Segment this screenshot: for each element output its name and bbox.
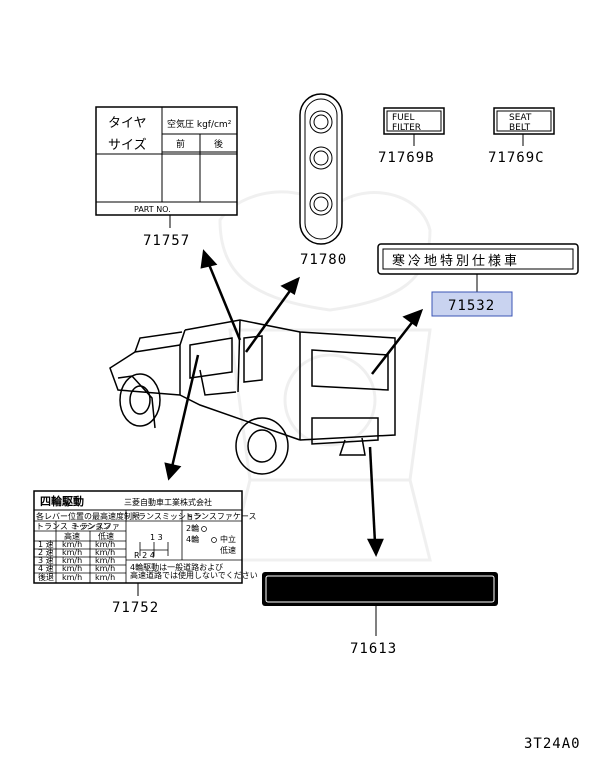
plate-gear-r: 後退	[38, 572, 54, 582]
max-load-label[interactable]: 最大積載量 250 kg	[262, 572, 498, 606]
lamp-lens-part[interactable]	[299, 93, 343, 245]
seat-belt-label[interactable]: SEAT BELT	[493, 107, 555, 135]
tc-neutral: 中立	[220, 534, 236, 544]
tire-pressure-label[interactable]: タイヤ サイズ 空気圧 kgf/cm² 前 後 PART NO.	[95, 106, 238, 216]
part-number-71769c[interactable]: 71769C	[488, 150, 545, 166]
svg-text:km/h: km/h	[62, 564, 82, 573]
tc-knob-icon	[201, 526, 207, 532]
plate-gear-2: 2 速	[38, 548, 54, 557]
tire-size-label-1: タイヤ	[108, 116, 147, 131]
part-number-71752[interactable]: 71752	[112, 600, 159, 616]
svg-text:km/h: km/h	[62, 573, 82, 582]
shift-pattern-diagram	[139, 542, 169, 556]
cold-climate-label[interactable]: 寒冷地特別仕様車	[377, 243, 579, 275]
tc-knob-icon	[211, 537, 217, 543]
svg-text:km/h: km/h	[95, 556, 115, 565]
tire-front-label: 前	[176, 138, 185, 150]
plate-sub1: トランス ミッション	[36, 522, 110, 531]
diagram-code: 3T24A0	[524, 736, 581, 752]
tc-2wd: 2輪	[186, 523, 199, 533]
plate-col2: トランスミッション	[130, 512, 202, 521]
svg-text:km/h: km/h	[95, 564, 115, 573]
shift-top: 1 3	[150, 533, 163, 542]
fuel-text-1: FUEL	[392, 113, 414, 123]
plate-sub2: トランスファ	[72, 522, 120, 531]
plate-gear-4: 4 速	[38, 564, 54, 573]
tc-4wd: 4輪	[186, 534, 199, 544]
svg-text:km/h: km/h	[95, 540, 115, 549]
max-load-unit: kg	[458, 581, 476, 599]
svg-text:km/h: km/h	[95, 548, 115, 557]
fuel-text-2: FILTER	[392, 123, 421, 133]
plate-note-1: 4輪駆動は一般道路および	[130, 562, 223, 572]
svg-text:km/h: km/h	[62, 540, 82, 549]
seat-text-1: SEAT	[509, 113, 532, 123]
svg-text:km/h: km/h	[62, 548, 82, 557]
seat-text-2: BELT	[509, 123, 531, 133]
max-load-text: 最大積載量	[272, 580, 377, 602]
cold-climate-text: 寒冷地特別仕様車	[392, 253, 520, 269]
tire-part-no: PART NO.	[134, 205, 171, 214]
plate-gear-1: 1 速	[38, 540, 54, 549]
fuel-filter-label[interactable]: FUEL FILTER	[383, 107, 445, 135]
part-number-71780[interactable]: 71780	[300, 252, 347, 268]
plate-title: 四輪駆動	[40, 494, 84, 508]
svg-text:km/h: km/h	[95, 573, 115, 582]
plate-sub-hi: 高速	[64, 531, 80, 541]
tire-size-label-2: サイズ	[108, 137, 147, 153]
max-load-value: 250	[402, 580, 450, 605]
part-number-71769b[interactable]: 71769B	[378, 150, 435, 166]
tire-pressure-heading: 空気圧 kgf/cm²	[167, 118, 232, 130]
plate-maker: 三菱自動車工業株式会社	[124, 497, 212, 507]
plate-sub-lo: 低速	[98, 531, 114, 541]
svg-text:km/h: km/h	[62, 556, 82, 565]
plate-note-2: 高速道路では使用しないでください	[130, 570, 258, 580]
pointer-arrows	[164, 249, 424, 557]
part-number-71613[interactable]: 71613	[350, 641, 397, 657]
tire-rear-label: 後	[214, 138, 223, 150]
plate-col1: 各レバー位置の最高速度制限	[36, 511, 140, 521]
plate-col3: トランスファケース	[185, 512, 256, 521]
shift-bottom: R 2 4	[134, 551, 155, 560]
part-number-71532[interactable]: 71532	[448, 298, 495, 314]
plate-unit-cells: km/h km/h km/h km/h km/h km/h km/h km/h …	[62, 540, 115, 582]
plate-gear-3: 3 速	[38, 556, 54, 565]
part-number-71757[interactable]: 71757	[143, 233, 190, 249]
selected-part-highlight[interactable]	[431, 291, 513, 317]
tc-low: 低速	[220, 545, 236, 555]
four-wheel-drive-plate[interactable]: 四輪駆動 三菱自動車工業株式会社 各レバー位置の最高速度制限 トランスミッション…	[33, 490, 258, 584]
